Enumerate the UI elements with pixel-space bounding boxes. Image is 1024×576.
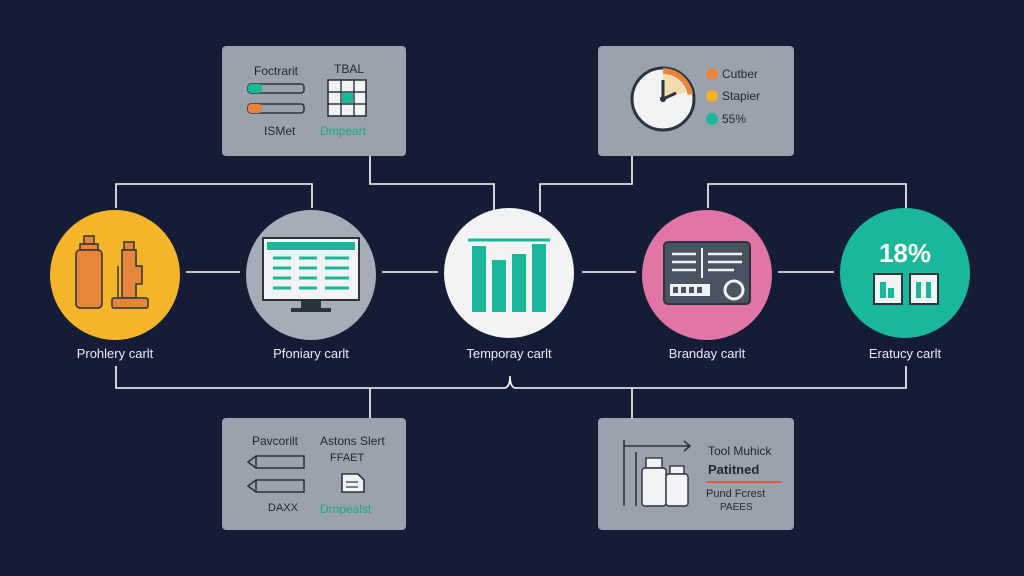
node-3 <box>444 208 574 338</box>
legend-label-0: Cutber <box>722 67 759 81</box>
pencils-icon <box>246 455 305 493</box>
clock-icon <box>630 66 696 132</box>
connector-top-left-card <box>369 156 495 212</box>
calendar-icon <box>873 273 939 305</box>
node-1-label: Prohlery carlt <box>76 346 154 361</box>
card-bottom-right-line2: Patitned <box>708 462 760 477</box>
node-1 <box>50 210 180 340</box>
bar-chart-icon <box>468 238 550 312</box>
connector-top-right <box>707 183 907 208</box>
card-bottom-left-title-a: Pavcorilt <box>252 434 299 448</box>
card-bottom-left: Pavcorilt Astons Slert FFAET DAXX Drnpea… <box>222 418 406 530</box>
node-5: 18% <box>840 208 970 338</box>
legend-label-2: 55% <box>722 112 747 126</box>
connector-bottom-right <box>516 366 907 389</box>
connector-top-right-card <box>539 156 633 212</box>
measure-bottles-icon <box>623 440 692 507</box>
node-2 <box>246 210 376 340</box>
card-top-left-title-a: Foctrarit <box>254 64 299 78</box>
card-bottom-left-sub-b: FFAET <box>330 452 365 464</box>
node-5-label: Eratucy carlt <box>868 346 942 361</box>
legend-dot-1 <box>706 90 718 102</box>
node-3-label: Temporay carlt <box>466 346 552 361</box>
legend-dot-2 <box>706 113 718 125</box>
card-bottom-right-line4: PAEES <box>720 502 753 513</box>
document-icon <box>341 473 365 493</box>
card-bottom-right: Tool Muhick Patitned Pund Fcrest PAEES <box>598 418 794 530</box>
node-4-label: Branday carlt <box>668 346 746 361</box>
card-top-right: Cutber Stapier 55% <box>598 46 794 156</box>
node-2-label: Pfoniary carlt <box>273 346 349 361</box>
bottles-icon <box>75 235 149 309</box>
card-bottom-right-line1: Tool Muhick <box>708 444 772 458</box>
connector-bottom <box>115 366 504 389</box>
card-top-left: Foctrarit TBAL ISMet Dmpeart <box>222 46 406 156</box>
legend-label-1: Stapier <box>722 89 761 103</box>
node-5-value: 18% <box>878 238 932 268</box>
monitor-icon <box>262 237 360 312</box>
card-bottom-right-line3: Pund Fcrest <box>706 488 766 500</box>
card-bottom-left-label-a: DAXX <box>268 502 298 514</box>
connector-top-left <box>115 183 313 208</box>
card-top-left-label-b: Dmpeart <box>320 124 367 138</box>
panel-icon <box>663 241 751 305</box>
card-top-left-title-b: TBAL <box>334 62 365 76</box>
card-bottom-left-title-b: Astons Slert <box>320 434 385 448</box>
underline-accent <box>706 481 782 483</box>
table-grid-icon <box>327 79 367 117</box>
connector-bottom-bracket <box>503 375 517 389</box>
progress-bars-icon <box>247 83 305 114</box>
card-bottom-left-label-b: Drnpealst <box>320 502 372 516</box>
legend-dot-0 <box>706 68 718 80</box>
node-4 <box>642 210 772 340</box>
card-top-left-label-a: ISMet <box>264 124 296 138</box>
